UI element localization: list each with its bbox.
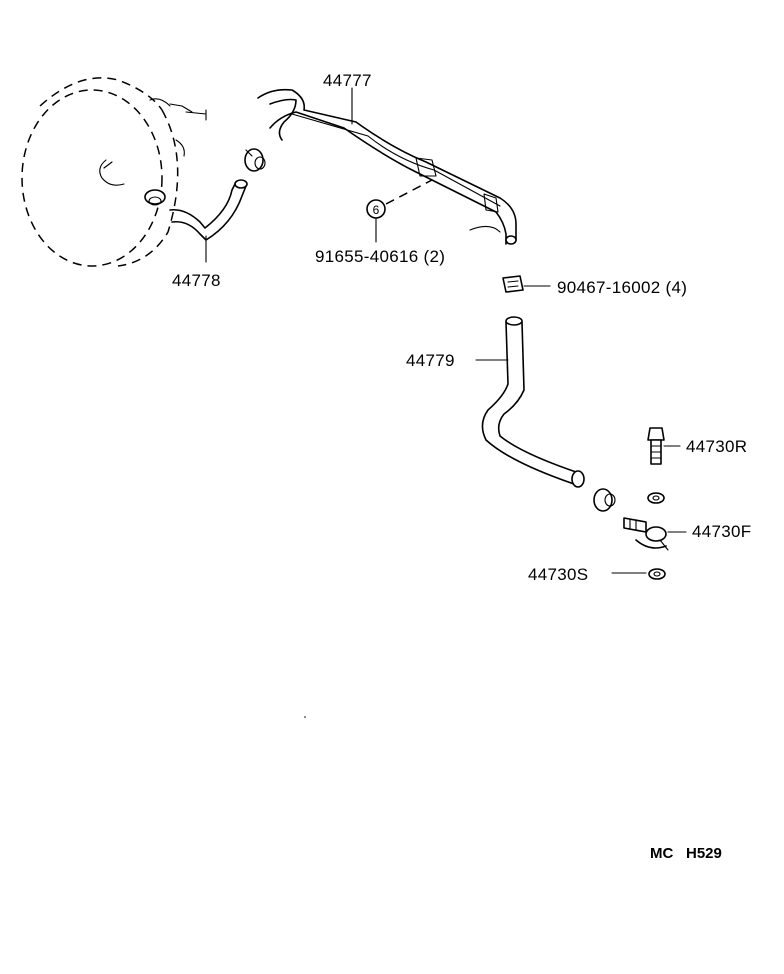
gasket-44730S xyxy=(611,568,666,580)
label-44730F: 44730F xyxy=(692,522,752,541)
clamp-booster xyxy=(144,189,166,206)
check-valve-44730F xyxy=(623,517,687,551)
hose-44778 xyxy=(169,179,248,263)
label-bolt-91655: 91655-40616 (2) xyxy=(315,247,446,266)
gasket-upper xyxy=(647,492,665,504)
clamp-lower xyxy=(593,488,616,512)
marker-leader xyxy=(385,179,433,205)
hose-44779 xyxy=(475,316,585,488)
union-bolt-44730R xyxy=(647,427,681,465)
footer-prefix: MC xyxy=(650,845,674,862)
label-44730S: 44730S xyxy=(528,565,589,584)
label-44730R: 44730R xyxy=(686,437,748,456)
label-44777: 44777 xyxy=(323,71,372,90)
pipe-44777 xyxy=(257,87,517,245)
label-44779: 44779 xyxy=(406,351,455,370)
reference-marker: 6 xyxy=(366,199,386,243)
clip-90467 xyxy=(502,275,551,293)
brake-booster xyxy=(21,77,207,267)
label-44778: 44778 xyxy=(172,271,221,290)
speck xyxy=(304,716,306,718)
footer-code: H529 xyxy=(686,845,722,862)
label-clip-90467: 90467-16002 (4) xyxy=(557,278,688,297)
reference-marker-text: 6 xyxy=(373,203,380,217)
clamp-upper-left xyxy=(244,148,266,172)
